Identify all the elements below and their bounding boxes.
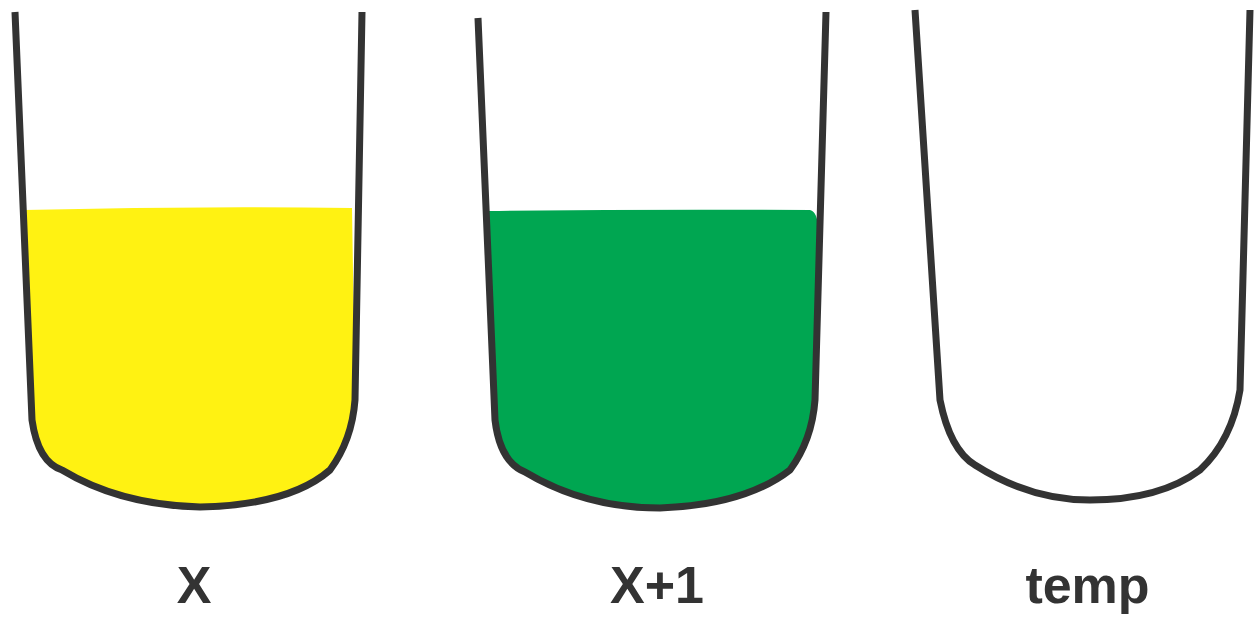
beaker-label: X+1 xyxy=(478,555,836,615)
beaker-node: temp xyxy=(915,10,1255,615)
yellow-liquid xyxy=(24,207,355,507)
beaker-node: X+1 xyxy=(478,10,836,615)
beaker xyxy=(15,12,362,507)
beaker-label: X xyxy=(15,555,373,615)
beaker xyxy=(915,10,1250,500)
beaker xyxy=(478,12,826,508)
beaker-node: X xyxy=(15,10,373,615)
green-liquid xyxy=(487,210,818,508)
beaker-label: temp xyxy=(915,555,1255,615)
